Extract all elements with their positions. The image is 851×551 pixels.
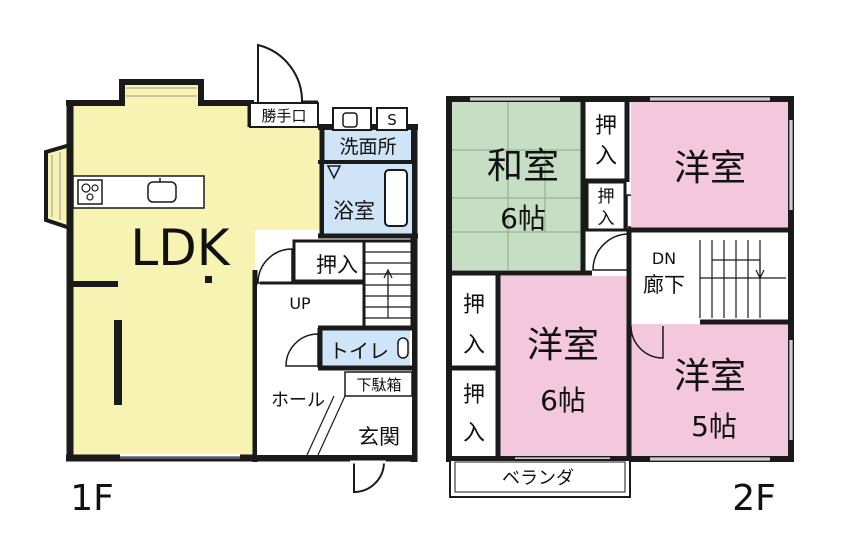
yoshitsu-se-label: 洋室	[674, 356, 746, 397]
svg-text:押: 押	[598, 187, 615, 207]
katteguchi-label: 勝手口	[261, 107, 306, 125]
bathtub	[384, 169, 408, 227]
closet-top-label-1: 押	[595, 114, 617, 139]
yoshitsu-center-label: 洋室	[527, 325, 599, 366]
yokushitsu-label: 浴室	[333, 199, 375, 223]
kitchen-sink	[147, 181, 177, 203]
washer-s: S	[387, 111, 397, 129]
back-door-label-box	[249, 102, 319, 128]
floor-1-label: 1F	[70, 478, 114, 519]
washer-box	[376, 107, 408, 131]
svg-text:入: 入	[598, 209, 615, 229]
washitsu-size: 6帖	[500, 202, 546, 235]
floor-1: 勝手口 S 洗面所 浴室 LDK 押入	[44, 43, 418, 519]
svg-text:入: 入	[463, 421, 485, 446]
oshiire-1f-label: 押入	[316, 253, 358, 277]
closet-top	[585, 102, 627, 180]
veranda-label: ベランダ	[502, 468, 574, 489]
ldk-label: LDK	[130, 219, 230, 277]
svg-text:押: 押	[463, 383, 485, 408]
entrance-door-swing	[353, 461, 386, 494]
stairs-1f	[362, 239, 414, 331]
svg-text:押: 押	[463, 293, 485, 318]
senmenjo-label: 洗面所	[339, 136, 396, 158]
back-door-swing	[257, 43, 304, 104]
closet-small	[585, 180, 627, 232]
western-room-ne	[631, 102, 788, 228]
japanese-room	[452, 102, 583, 270]
up-label: UP	[289, 294, 311, 313]
yoshitsu-se-size: 5帖	[691, 410, 737, 443]
bay-window-top	[66, 79, 254, 106]
closet-1f	[292, 239, 366, 283]
yoshitsu-center-size: 6帖	[540, 384, 586, 417]
closet-top-label-2: 入	[595, 144, 617, 169]
stairs-2f	[699, 240, 786, 318]
svg-text:入: 入	[463, 333, 485, 358]
toilet	[322, 330, 410, 366]
toilet-label: トイレ	[329, 339, 389, 363]
floor-2: 和室 6帖 押 入 押 入 洋室 DN 廊下 押	[446, 96, 794, 519]
getabako-label: 下駄箱	[356, 376, 401, 394]
veranda	[449, 459, 631, 498]
western-room-se	[631, 324, 788, 456]
washroom	[322, 130, 411, 160]
washitsu-label: 和室	[487, 146, 559, 187]
closet-left-2	[452, 370, 496, 456]
floor-2-label: 2F	[732, 478, 776, 519]
hallway-2f	[631, 232, 788, 320]
shoe-cabinet	[344, 371, 413, 397]
roka-label: 廊下	[643, 273, 685, 297]
bay-window-left	[44, 143, 71, 230]
western-room-center	[500, 276, 627, 456]
dn-label: DN	[652, 249, 676, 268]
closet-left-1	[452, 276, 496, 366]
hall-label: ホール	[271, 390, 325, 411]
genkan-label: 玄関	[358, 425, 400, 449]
yoshitsu-ne-label: 洋室	[674, 148, 746, 189]
